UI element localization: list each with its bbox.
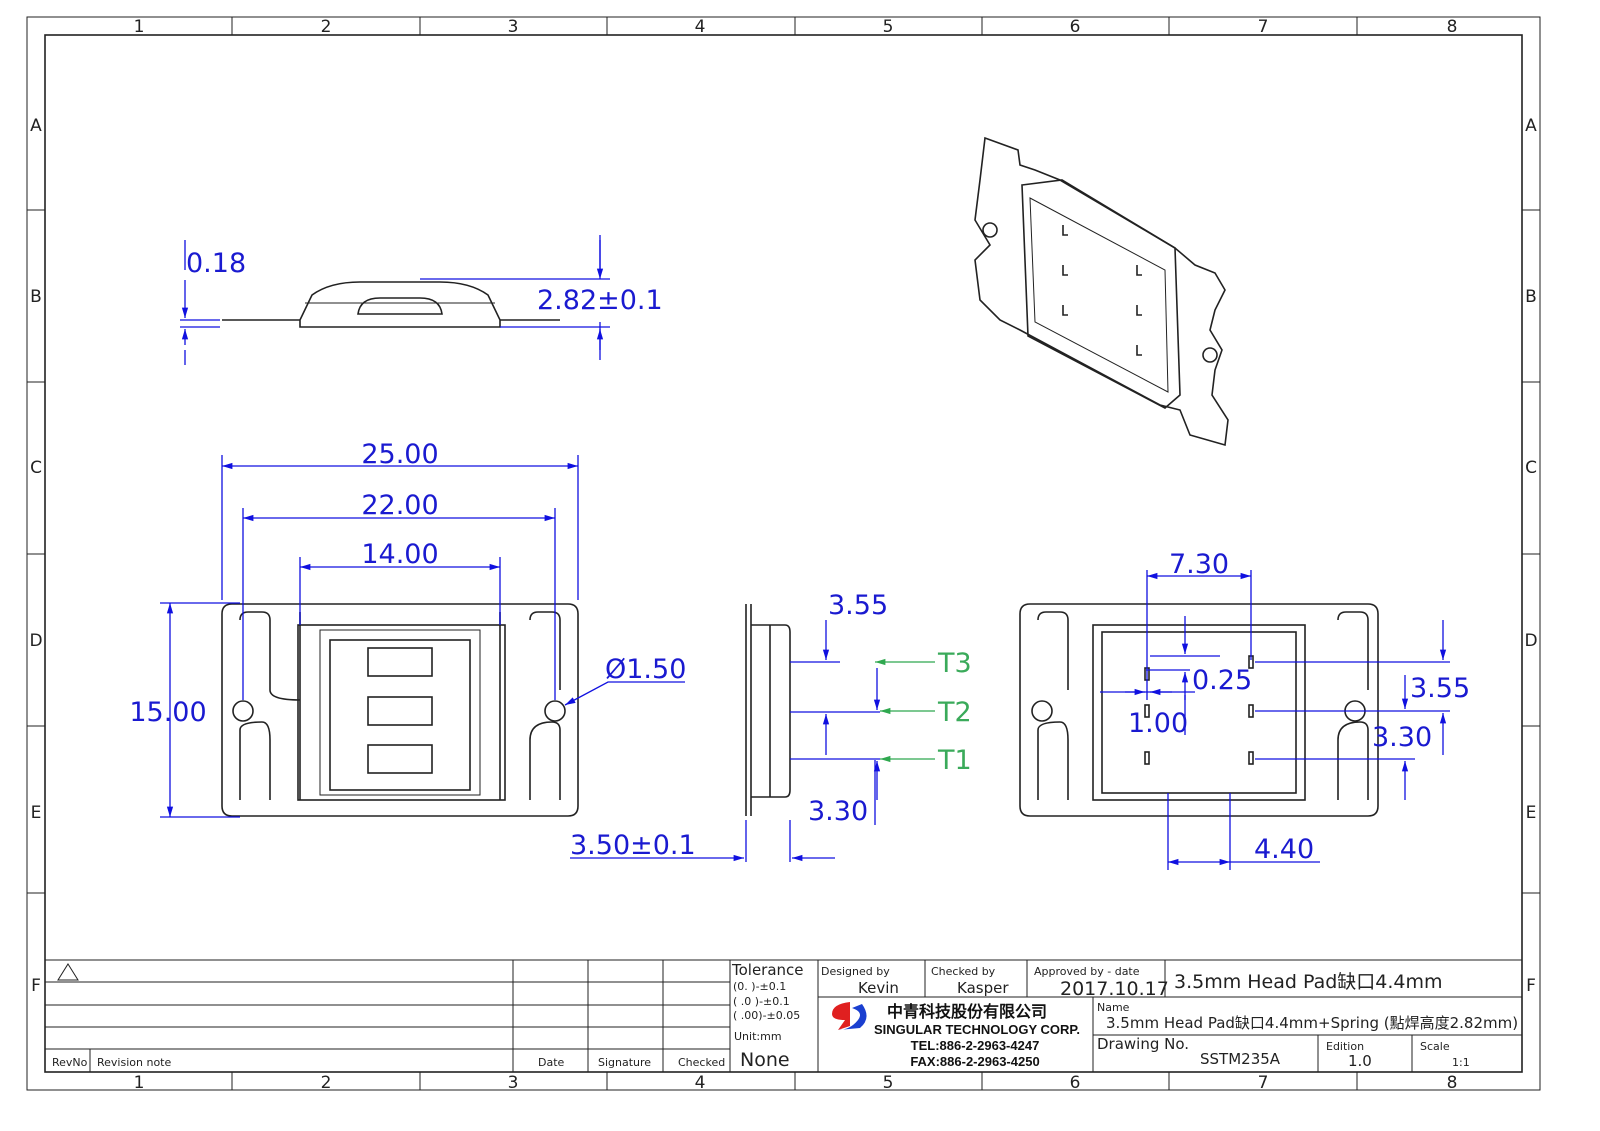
dim-pin-width: 0.25 <box>1192 665 1252 696</box>
header-rev-no: RevNo <box>52 1056 88 1069</box>
zone-row-c-right: C <box>1525 458 1537 478</box>
scale-label: Scale <box>1420 1040 1450 1053</box>
dim-pitch-bottom: 3.30 <box>1372 722 1432 753</box>
isometric-view <box>974 136 1229 447</box>
zone-row-a-right: A <box>1525 116 1537 136</box>
title-block: RevNo Revision note Date Signature Check… <box>45 959 1522 1072</box>
checked-by-label: Checked by <box>931 965 996 978</box>
zone-row-d: D <box>29 631 42 651</box>
top-profile-view: 0.18 2.82±0.1 <box>180 235 663 365</box>
zone-col-2: 2 <box>321 17 332 37</box>
header-checked: Checked <box>678 1056 725 1069</box>
tolerance-line-1: (0. )-±0.1 <box>733 980 786 993</box>
dim-overall-width: 25.00 <box>361 439 438 470</box>
dim-thickness: 0.18 <box>186 248 246 279</box>
warning-icon <box>57 963 79 981</box>
dim-height: 2.82±0.1 <box>537 285 663 316</box>
zone-col-6-bottom: 6 <box>1070 1073 1081 1093</box>
drawing-no-label: Drawing No. <box>1097 1035 1189 1053</box>
zone-col-6: 6 <box>1070 17 1081 37</box>
company-name-cn: 中青科技股份有限公司 <box>887 1002 1047 1021</box>
edition-label: Edition <box>1326 1040 1364 1053</box>
dim-bottom-offset: 3.30 <box>808 796 868 827</box>
zone-row-e: E <box>31 803 42 823</box>
label-t3: T3 <box>937 648 972 679</box>
header-revision-note: Revision note <box>97 1056 171 1069</box>
zone-row-d-right: D <box>1524 631 1537 651</box>
zone-col-7: 7 <box>1258 17 1269 37</box>
zone-col-1-bottom: 1 <box>134 1073 145 1093</box>
header-signature: Signature <box>598 1056 651 1069</box>
zone-col-5: 5 <box>883 17 894 37</box>
header-date: Date <box>538 1056 565 1069</box>
dim-pin-offset: 1.00 <box>1128 708 1188 739</box>
label-t2: T2 <box>937 697 972 728</box>
name-label: Name <box>1097 1001 1130 1014</box>
front-view: 25.00 22.00 14.00 15.00 Ø1.50 <box>129 439 686 818</box>
zone-col-2-bottom: 2 <box>321 1073 332 1093</box>
company-name-en: SINGULAR TECHNOLOGY CORP. <box>874 1022 1080 1037</box>
zone-col-1: 1 <box>134 17 145 37</box>
company-fax: FAX:886-2-2963-4250 <box>910 1054 1039 1069</box>
zone-col-5-bottom: 5 <box>883 1073 894 1093</box>
zone-col-8: 8 <box>1447 17 1458 37</box>
edition-value: 1.0 <box>1348 1052 1372 1070</box>
designed-by-label: Designed by <box>821 965 890 978</box>
zone-col-3-bottom: 3 <box>508 1073 519 1093</box>
dim-pitch-top: 3.55 <box>1410 673 1470 704</box>
designed-by-value: Kevin <box>858 979 899 997</box>
dim-notch: 4.40 <box>1254 834 1314 865</box>
tolerance-value: None <box>740 1049 790 1071</box>
zone-row-f: F <box>31 976 41 996</box>
zone-col-4: 4 <box>695 17 706 37</box>
company-tel: TEL:886-2-2963-4247 <box>911 1038 1040 1053</box>
zone-row-c: C <box>30 458 42 478</box>
unit-label: Unit:mm <box>734 1030 782 1043</box>
name-value: 3.5mm Head Pad缺口4.4mm+Spring (點焊高度2.82mm… <box>1106 1014 1518 1032</box>
side-view: 3.55 3.30 3.50±0.1 T3 T2 T1 <box>570 590 972 862</box>
zone-row-a: A <box>30 116 42 136</box>
dim-pad-width: 14.00 <box>361 539 438 570</box>
dim-hole-pitch: 22.00 <box>361 490 438 521</box>
bottom-view: 7.30 0.25 1.00 3.55 3.30 4.40 <box>1019 549 1470 870</box>
sheet-frame <box>26 16 1541 1091</box>
zone-col-3: 3 <box>508 17 519 37</box>
zone-col-7-bottom: 7 <box>1258 1073 1269 1093</box>
approved-label: Approved by - date <box>1034 965 1140 978</box>
tolerance-line-3: ( .00)-±0.05 <box>733 1009 800 1022</box>
dim-top-offset: 3.55 <box>828 590 888 621</box>
approved-date: 2017.10.17 <box>1060 978 1169 1000</box>
scale-value: 1:1 <box>1452 1056 1470 1069</box>
label-t1: T1 <box>937 745 972 776</box>
company-logo <box>832 1002 867 1030</box>
zone-col-4-bottom: 4 <box>695 1073 706 1093</box>
dim-hole-diameter: Ø1.50 <box>605 654 686 685</box>
drawing-no-value: SSTM235A <box>1200 1050 1281 1068</box>
zone-row-b: B <box>30 287 42 307</box>
dim-pin-span: 7.30 <box>1169 549 1229 580</box>
zone-row-f-right: F <box>1526 976 1536 996</box>
tolerance-line-2: ( .0 )-±0.1 <box>733 995 790 1008</box>
zone-col-8-bottom: 8 <box>1447 1073 1458 1093</box>
drawing-title: 3.5mm Head Pad缺口4.4mm <box>1174 971 1443 993</box>
checked-by-value: Kasper <box>957 979 1009 997</box>
zone-row-e-right: E <box>1526 803 1537 823</box>
zone-row-b-right: B <box>1525 287 1537 307</box>
dim-thickness: 3.50±0.1 <box>570 830 696 861</box>
zone-labels: 1 2 3 4 5 6 7 8 1 2 3 4 5 6 7 8 A B C D … <box>29 17 1537 1093</box>
tolerance-label: Tolerance <box>731 961 804 979</box>
dim-height: 15.00 <box>129 697 206 728</box>
